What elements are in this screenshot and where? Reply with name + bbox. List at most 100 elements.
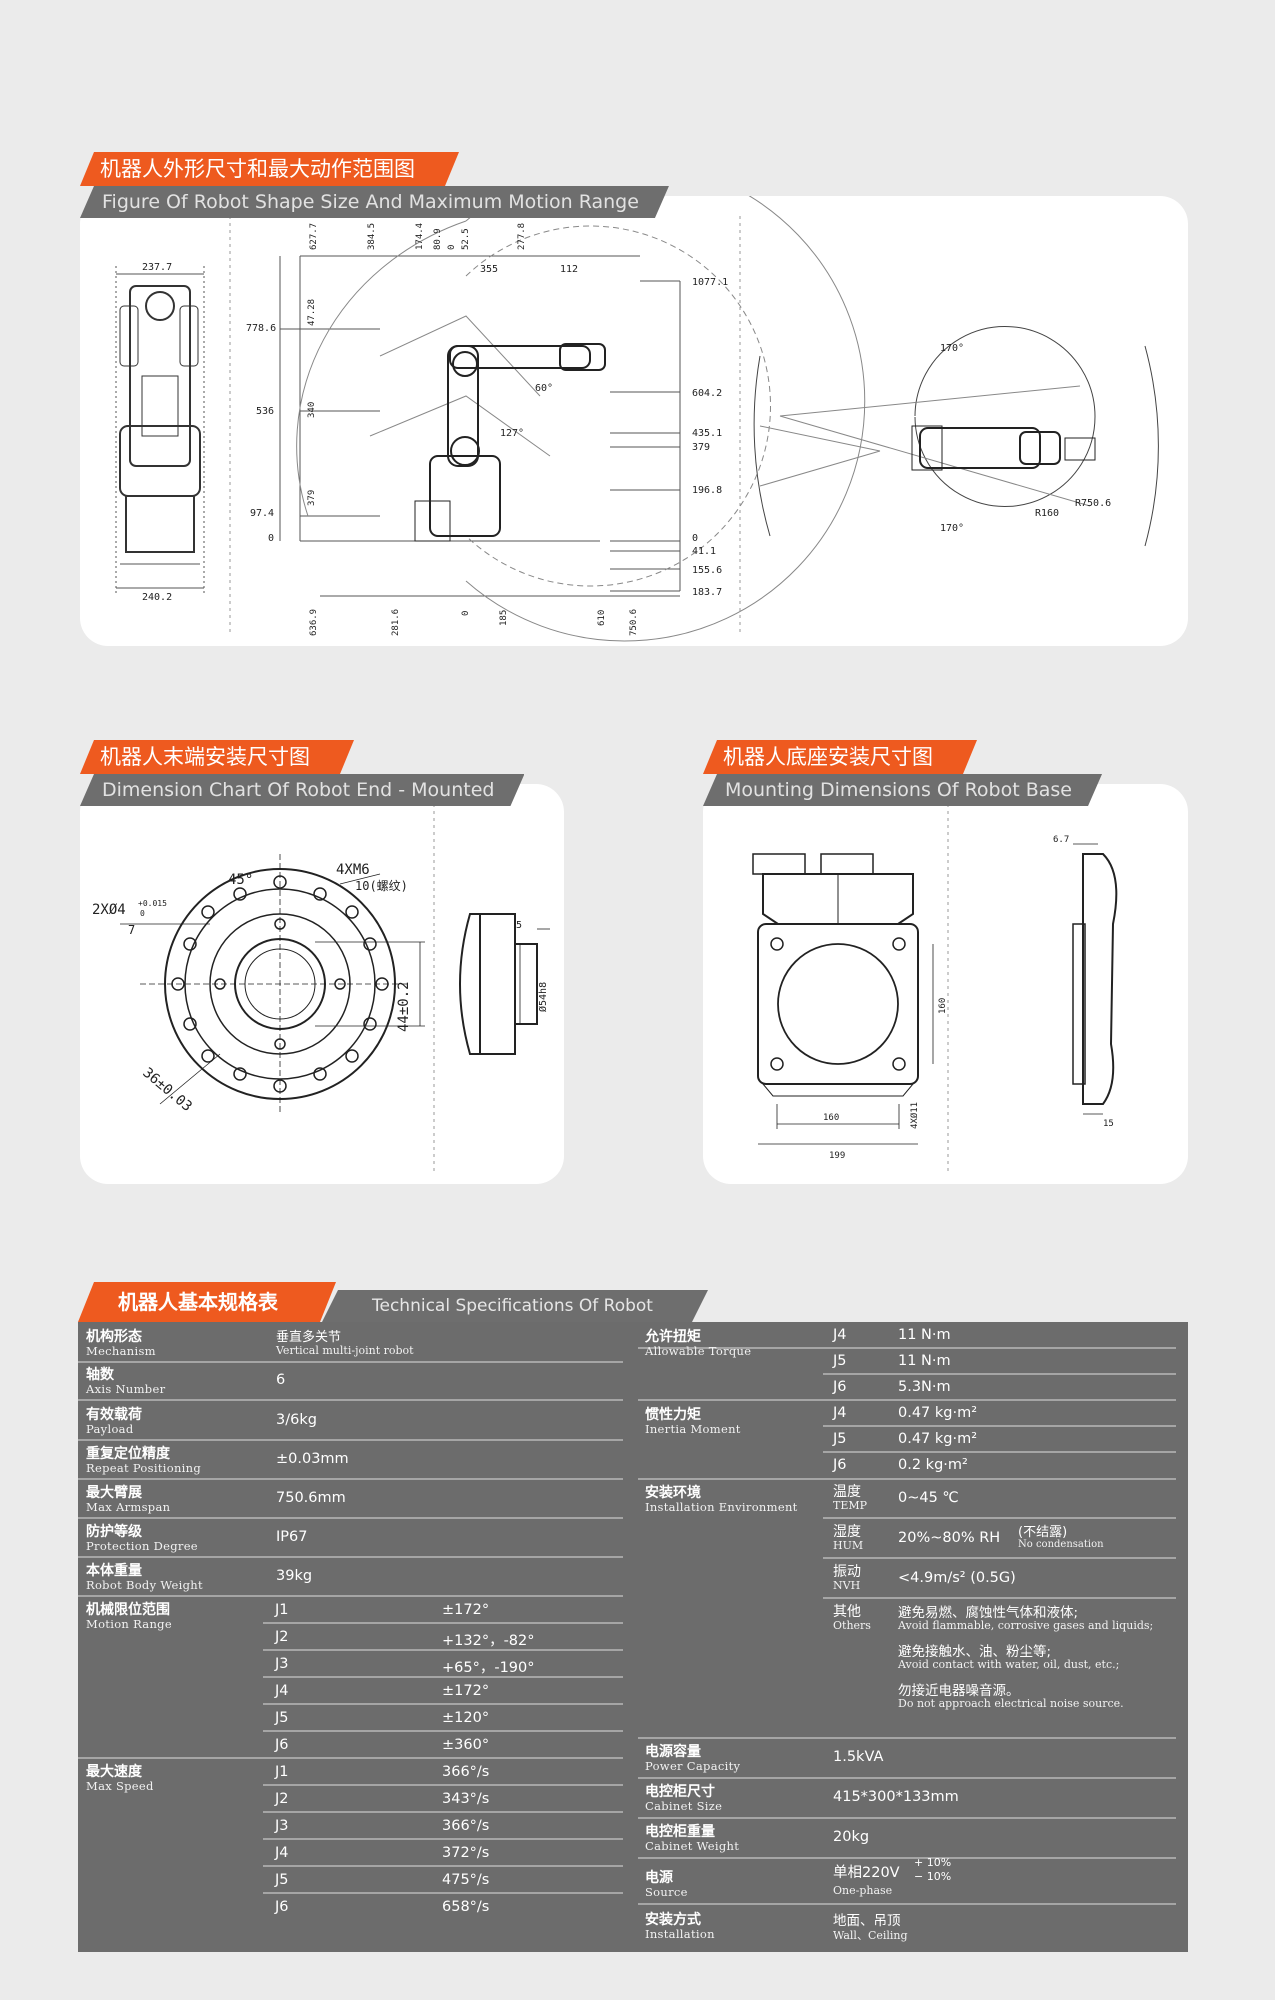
dim-top-112: 112 bbox=[560, 264, 578, 275]
dim-bottom-width: 240.2 bbox=[142, 592, 172, 603]
section-title-en: Mounting Dimensions Of Robot Base bbox=[703, 774, 1102, 806]
spec-inertia-j6: J6 bbox=[833, 1457, 847, 1473]
spec-env-label-en: Installation Environment bbox=[645, 1500, 798, 1514]
spec-power-label: 电源容量 bbox=[645, 1744, 701, 1760]
radius-750: R750.6 bbox=[1075, 498, 1111, 509]
spec-temp-label-en: TEMP bbox=[833, 1499, 868, 1512]
section-title-zh: 机器人外形尺寸和最大动作范围图 bbox=[80, 152, 459, 186]
spec-speed-j4: J4 bbox=[275, 1845, 289, 1861]
spec-motion-v2: +132°，-82° bbox=[442, 1633, 535, 1649]
end-thread: 4XM6 bbox=[336, 862, 370, 878]
spec-repeat-label-en: Repeat Positioning bbox=[86, 1461, 202, 1475]
spec-supply-value-en: One-phase bbox=[833, 1884, 893, 1897]
spec-inertia-v5: 0.47 kg·m² bbox=[898, 1431, 978, 1447]
dim-right-3: 435.1 bbox=[692, 428, 722, 439]
spec-motion-v1: ±172° bbox=[442, 1602, 490, 1618]
end-pin: 2XØ4 bbox=[92, 902, 126, 918]
end-side-d54: Ø54h8 bbox=[537, 982, 549, 1012]
spec-inertia-v4: 0.47 kg·m² bbox=[898, 1405, 978, 1421]
section-title-zh: 机器人末端安装尺寸图 bbox=[80, 740, 354, 774]
spec-inertia-label-en: Inertia Moment bbox=[645, 1422, 741, 1436]
dim-top-width: 237.7 bbox=[142, 262, 172, 273]
dim-right-1: 1077.1 bbox=[692, 277, 728, 288]
dim-right-9: 183.7 bbox=[692, 587, 722, 598]
spec-torque-label-en: Allowable Torque bbox=[645, 1344, 752, 1358]
spec-axis-value: 6 bbox=[276, 1372, 286, 1388]
base-d160b: 160 bbox=[938, 998, 948, 1014]
spec-speed-v1: 366°/s bbox=[442, 1764, 490, 1780]
spec-ip-value: IP67 bbox=[276, 1529, 308, 1545]
spec-install-value-en: Wall、Ceiling bbox=[833, 1929, 908, 1942]
spec-other-l3: 勿接近电器噪音源。 bbox=[898, 1683, 1020, 1699]
end-pin-depth: 7 bbox=[128, 923, 135, 937]
dim-bot-4: 185 bbox=[499, 610, 509, 626]
spec-env-label: 安装环境 bbox=[645, 1485, 701, 1501]
dim-top-7: 277.8 bbox=[517, 223, 527, 250]
spec-title-zh: 机器人基本规格表 bbox=[78, 1282, 336, 1322]
spec-torque-j6: J6 bbox=[833, 1379, 847, 1395]
spec-other-label-en: Others bbox=[833, 1619, 871, 1632]
dim-bot-2: 281.6 bbox=[391, 609, 401, 636]
spec-torque-j4: J4 bbox=[833, 1327, 847, 1343]
spec-torque-label: 允许扭矩 bbox=[645, 1329, 701, 1345]
spec-title-en: Technical Specifications Of Robot bbox=[322, 1290, 708, 1322]
end-mount-drawing: 45° 4XM6 10(螺纹) 2XØ4 +0.015 0 7 44±0.2 3… bbox=[92, 804, 550, 1174]
dim-bot-3: 0 bbox=[461, 611, 471, 616]
spec-torque-v4: 11 N·m bbox=[898, 1327, 951, 1343]
spec-ip-label: 防护等级 bbox=[86, 1524, 142, 1540]
spec-other-label: 其他 bbox=[833, 1604, 861, 1620]
base-mount-drawing: 160 199 160 4XØ11 6.7 15 bbox=[752, 804, 1118, 1174]
spec-supply-label: 电源 bbox=[645, 1870, 673, 1886]
dim-right-8: 155.6 bbox=[692, 565, 722, 576]
spec-speed-v4: 372°/s bbox=[442, 1845, 490, 1861]
spec-motion-v4: ±172° bbox=[442, 1683, 490, 1699]
angle-127: 127° bbox=[500, 428, 524, 439]
spec-motion-j1: J1 bbox=[275, 1602, 289, 1618]
dim-right-2: 604.2 bbox=[692, 388, 722, 399]
spec-install-label-en: Installation bbox=[645, 1927, 715, 1941]
dim-bot-1: 636.9 bbox=[309, 609, 319, 636]
spec-cab-size-label: 电控柜尺寸 bbox=[645, 1784, 715, 1800]
spec-motion-v6: ±360° bbox=[442, 1737, 490, 1753]
spec-motion-v5: ±120° bbox=[442, 1710, 490, 1726]
spec-inertia-j4: J4 bbox=[833, 1405, 847, 1421]
spec-hum-note-en: No condensation bbox=[1018, 1539, 1104, 1550]
spec-cab-size-label-en: Cabinet Size bbox=[645, 1799, 723, 1813]
spec-cab-size-value: 415*300*133mm bbox=[833, 1789, 959, 1805]
spec-supply-tol-plus: + 10% bbox=[914, 1856, 952, 1869]
spec-arm-label-en: Max Armspan bbox=[86, 1500, 171, 1514]
spec-speed-v5: 475°/s bbox=[442, 1872, 490, 1888]
spec-install-label: 安装方式 bbox=[645, 1912, 701, 1928]
dim-left-3: 97.4 bbox=[250, 508, 274, 519]
spec-motion-j4: J4 bbox=[275, 1683, 289, 1699]
dim-right-7: 41.1 bbox=[692, 546, 716, 557]
spec-power-value: 1.5kVA bbox=[833, 1749, 884, 1765]
end-tol-zero: 0 bbox=[140, 909, 145, 918]
dim-right-5: 196.8 bbox=[692, 485, 722, 496]
dim-small-2: 340 bbox=[307, 402, 317, 418]
base-d160a: 160 bbox=[823, 1113, 839, 1123]
spec-hum-value: 20%~80% RH bbox=[898, 1530, 1001, 1546]
spec-motion-label: 机械限位范围 bbox=[86, 1602, 170, 1618]
spec-speed-j1: J1 bbox=[275, 1764, 289, 1780]
spec-other-l1-en: Avoid flammable, corrosive gases and liq… bbox=[898, 1619, 1154, 1632]
spec-weight-label: 本体重量 bbox=[86, 1563, 142, 1579]
spec-nvh-label: 振动 bbox=[833, 1564, 861, 1580]
spec-cab-weight-value: 20kg bbox=[833, 1829, 870, 1845]
spec-mech-label: 机构形态 bbox=[86, 1329, 142, 1345]
spec-other-l1: 避免易燃、腐蚀性气体和液体; bbox=[898, 1605, 1079, 1621]
base-d15: 15 bbox=[1103, 1119, 1114, 1129]
dim-left-4: 0 bbox=[268, 533, 274, 544]
spec-other-l3-en: Do not approach electrical noise source. bbox=[898, 1697, 1124, 1710]
spec-ip-label-en: Protection Degree bbox=[86, 1539, 198, 1553]
spec-supply-tol-minus: − 10% bbox=[914, 1870, 952, 1883]
dim-bot-6: 750.6 bbox=[629, 609, 639, 636]
spec-payload-label-en: Payload bbox=[86, 1422, 134, 1436]
spec-arm-label: 最大臂展 bbox=[86, 1485, 142, 1501]
robot-shape-drawing: 237.7 240.2 778.6 536 97.4 0 355 112 107… bbox=[115, 196, 1159, 642]
dim-top-1: 627.7 bbox=[309, 223, 319, 250]
spec-motion-j2: J2 bbox=[275, 1629, 289, 1645]
section-title-en: Dimension Chart Of Robot End - Mounted bbox=[80, 774, 524, 806]
spec-temp-label: 温度 bbox=[833, 1484, 861, 1500]
spec-speed-j5: J5 bbox=[275, 1872, 289, 1888]
